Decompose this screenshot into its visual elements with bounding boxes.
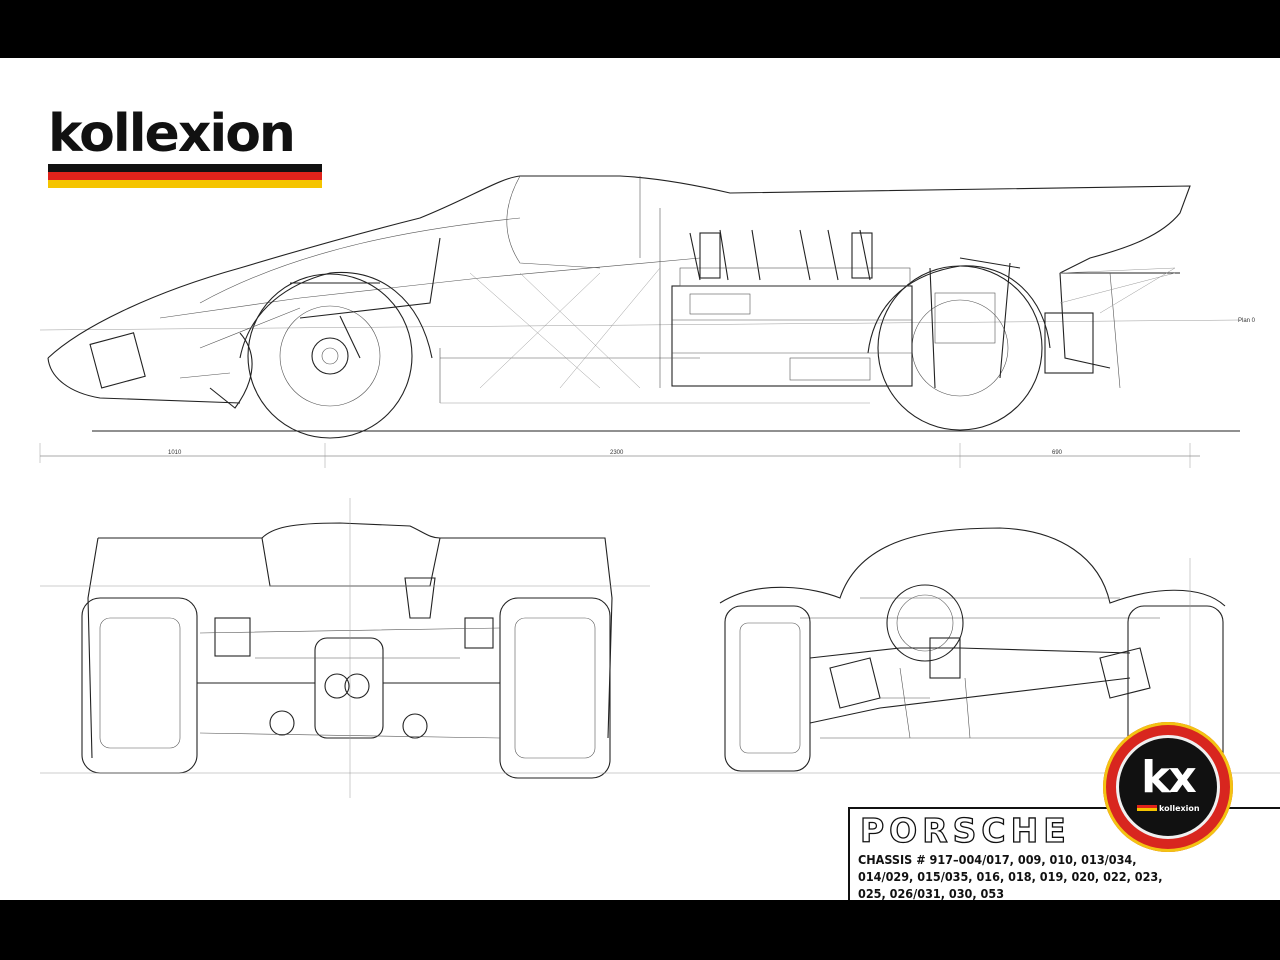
dim-datum-label: Plan 0 [1238,318,1256,324]
blueprint-sheet: 1010 2300 690 Plan 0 [0,58,1280,900]
dim-rear-overhang: 690 [1052,450,1063,456]
logo-stripe-gold [48,180,322,188]
logo-wordmark: kollexion [48,104,296,164]
chassis-line: 014/029, 015/035, 016, 018, 019, 020, 02… [858,869,1163,884]
badge-inner: kx kollexion [1116,735,1220,839]
engine [671,229,913,387]
badge-wordmark: kollexion [1159,804,1200,813]
rear-right-wheel [499,597,611,779]
kollexion-logo: kollexion [48,106,326,188]
rear-plan-view [40,498,1280,798]
front-elevation-view [719,527,1226,798]
side-view: 1010 2300 690 Plan 0 [39,175,1256,468]
technical-drawing: 1010 2300 690 Plan 0 [39,175,1280,798]
front-left-wheel [724,605,811,772]
chassis-line: CHASSIS # 917–004/017, 009, 010, 013/034… [858,852,1137,867]
logo-stripe-red [48,172,322,180]
rear-wheel [877,265,1043,431]
dim-front-overhang: 1010 [168,450,182,456]
dim-wheelbase: 2300 [610,450,624,456]
badge-flag-icon [1137,802,1157,811]
brand-name: PORSCHE [859,810,1071,850]
front-wheel [247,273,413,439]
body-profile [47,175,1191,404]
kx-badge: kx kollexion [1103,722,1233,852]
chassis-list: CHASSIS # 917–004/017, 009, 010, 013/034… [858,851,1228,900]
logo-stripe-black [48,164,322,172]
chassis-line: 025, 026/031, 030, 053 [858,886,1005,900]
badge-letters: kx [1141,752,1197,803]
